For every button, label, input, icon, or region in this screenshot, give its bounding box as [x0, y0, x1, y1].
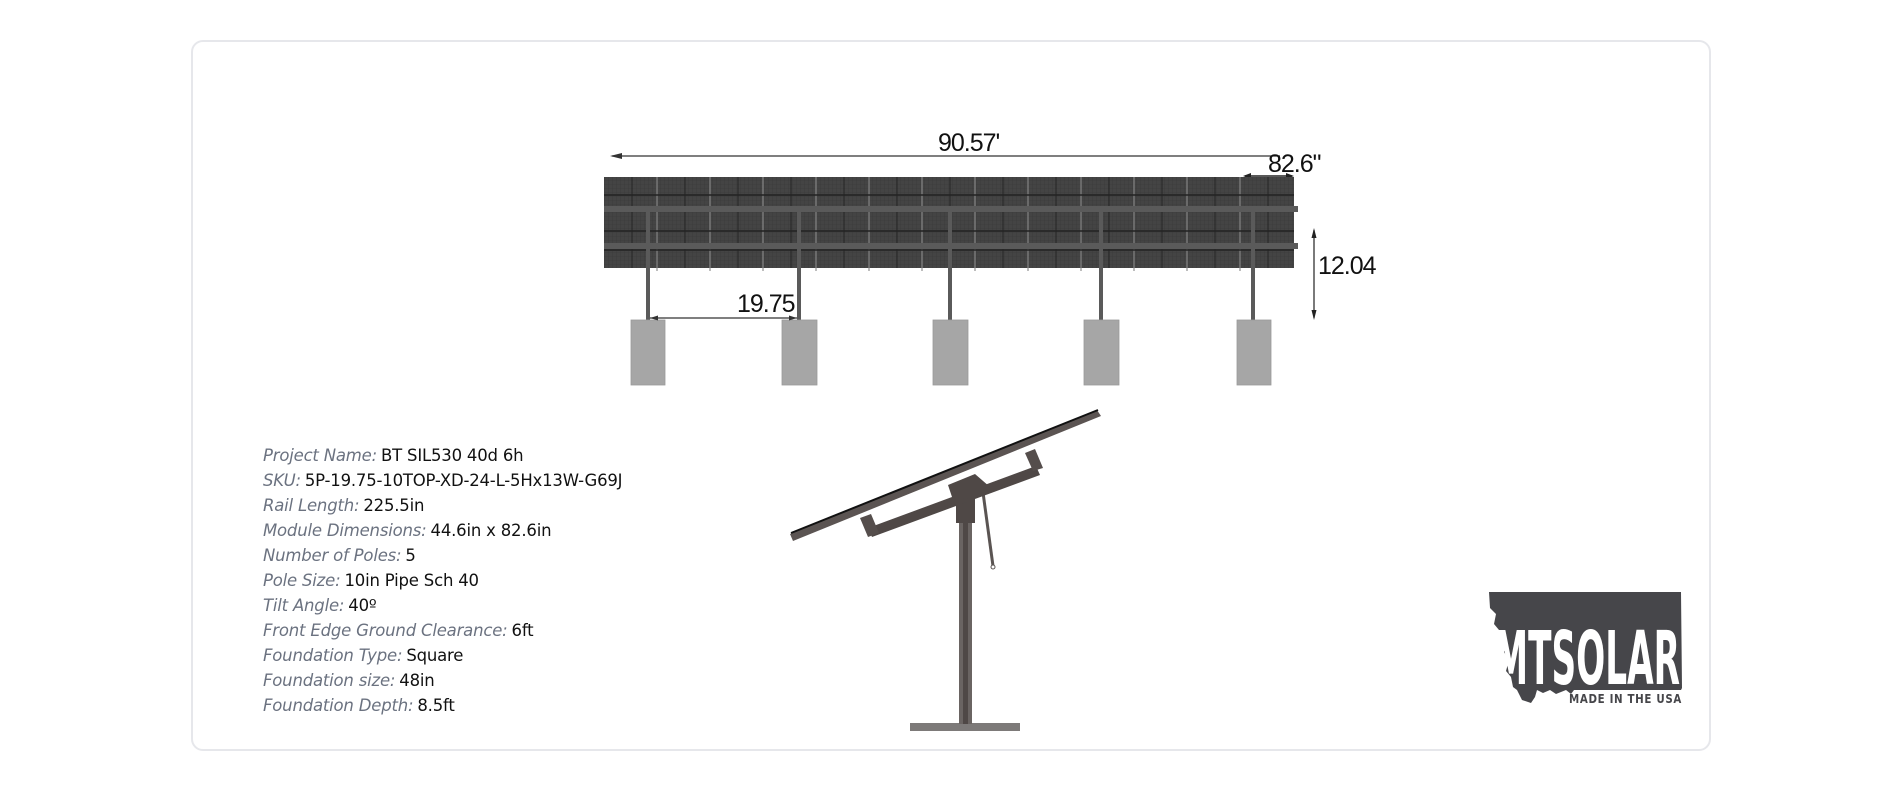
- foundations: [630, 319, 1272, 386]
- height-label: 12.04: [1318, 252, 1377, 280]
- spec-pole-size: Pole Size:10in Pipe Sch 40: [263, 571, 479, 590]
- tilted-panel: [790, 410, 1101, 541]
- spec-ground-clearance: Front Edge Ground Clearance:6ft: [263, 621, 534, 640]
- pole-spacing-dimension: 19.75: [650, 290, 797, 321]
- spec-rail-length: Rail Length:225.5in: [263, 496, 425, 515]
- poles: [646, 210, 1255, 320]
- mtsolar-logo: MTSOLAR MADE IN THE USA: [1489, 592, 1682, 706]
- spec-project-name: Project Name:BT SIL530 40d 6h: [263, 446, 524, 465]
- spec-foundation-type: Foundation Type:Square: [263, 646, 464, 665]
- base-plate: [910, 723, 1020, 731]
- pole-spacing-label: 19.75: [737, 290, 795, 318]
- spec-sheet-card: [191, 40, 1711, 751]
- spec-tilt-angle: Tilt Angle:40º: [263, 596, 377, 615]
- logo-tagline: MADE IN THE USA: [1569, 691, 1682, 706]
- spec-foundation-depth: Foundation Depth:8.5ft: [263, 696, 455, 715]
- front-view: 90.57' 82.6": [604, 129, 1378, 386]
- spec-sku: SKU:5P-19.75-10TOP-XD-24-L-5Hx13W-G69J: [263, 471, 623, 490]
- spec-foundation-size: Foundation size:48in: [263, 671, 435, 690]
- module-length-dimension: 82.6": [1243, 150, 1322, 179]
- logo-brand: MTSOLAR: [1494, 616, 1680, 702]
- montana-shape-icon: [1489, 592, 1682, 703]
- rail-upper: [604, 206, 1298, 212]
- torque-beam: [868, 466, 1040, 537]
- module-length-label: 82.6": [1268, 150, 1321, 178]
- side-view: [790, 409, 1101, 731]
- height-dimension: 12.04: [1311, 228, 1378, 320]
- overall-length-label: 90.57': [938, 129, 1000, 157]
- spec-number-of-poles: Number of Poles:5: [263, 546, 416, 565]
- overall-length-dimension: 90.57': [610, 129, 1280, 159]
- spec-module-dimensions: Module Dimensions:44.6in x 82.6in: [263, 521, 552, 540]
- actuator-strut: [980, 484, 995, 567]
- spec-list: Project Name:BT SIL530 40d 6h SKU:5P-19.…: [263, 443, 623, 718]
